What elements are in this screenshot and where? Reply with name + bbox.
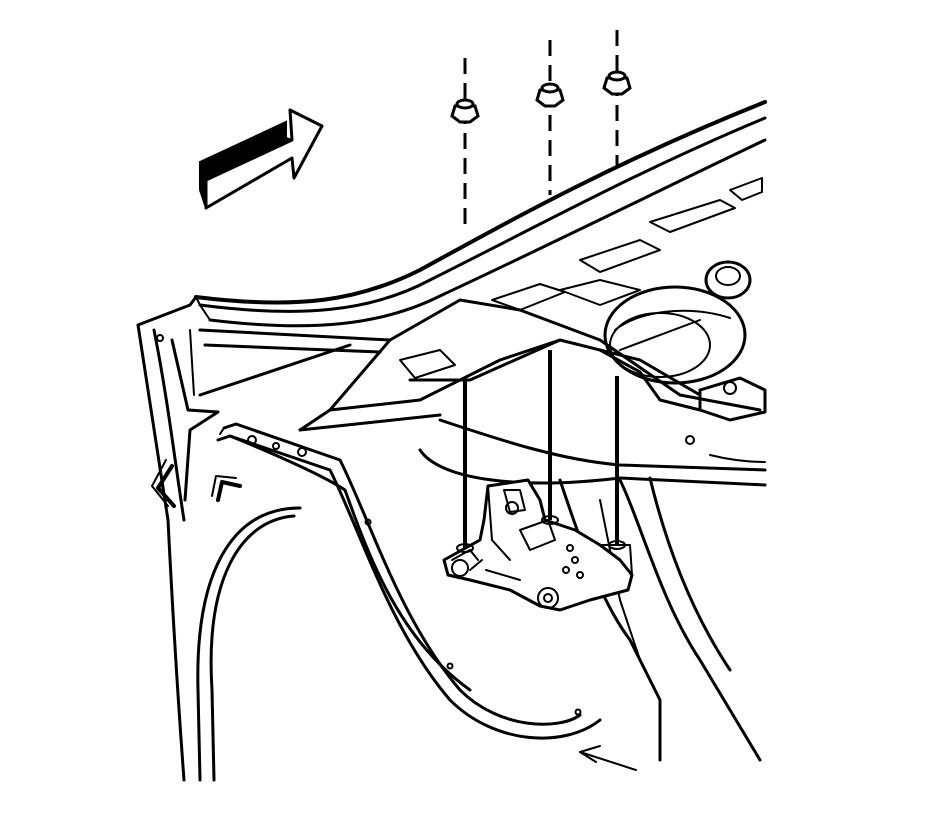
deck-panel bbox=[388, 177, 767, 487]
left-pillar bbox=[136, 295, 220, 782]
direction-arrow-icon bbox=[198, 108, 324, 210]
small-arrow-icon bbox=[151, 459, 242, 508]
cross-member bbox=[198, 328, 562, 432]
bottom-arrow-icon bbox=[579, 745, 637, 771]
tire-well bbox=[603, 260, 767, 463]
inner-fender bbox=[196, 422, 602, 782]
bolt-2 bbox=[535, 40, 565, 525]
upper-body-rail bbox=[194, 100, 767, 328]
bolt-3 bbox=[602, 30, 632, 550]
bolt-1 bbox=[450, 58, 480, 553]
quarter-panel bbox=[558, 476, 762, 762]
